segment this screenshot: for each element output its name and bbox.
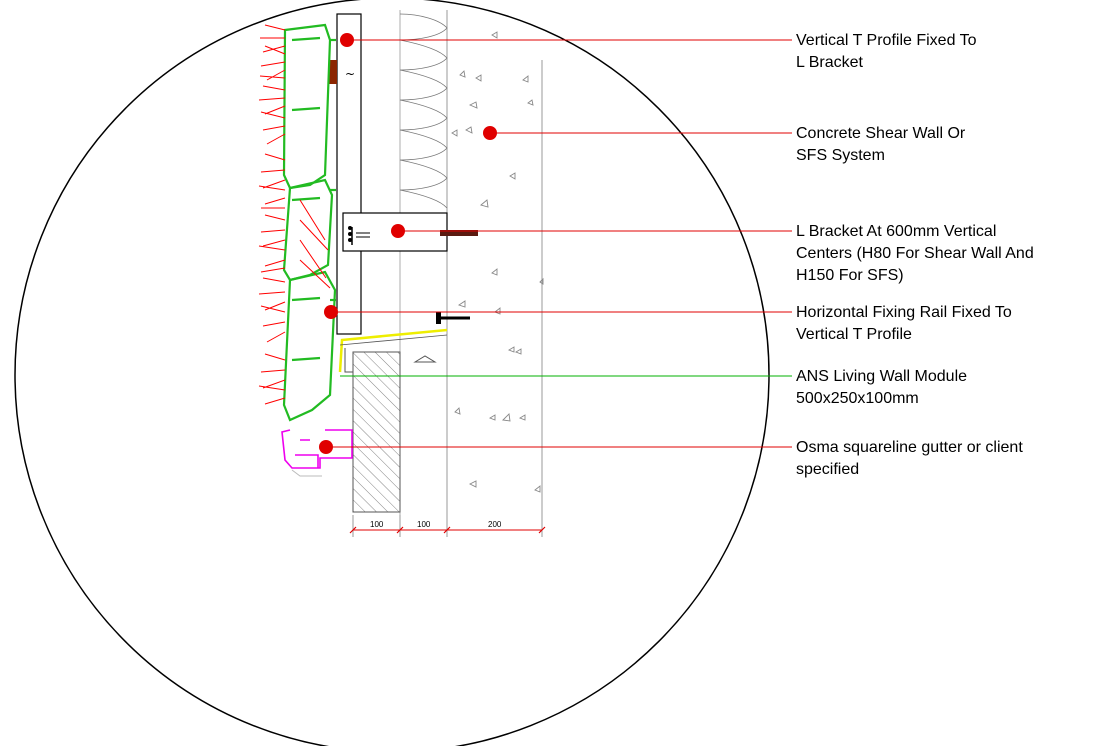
masonry-block [344,348,437,513]
callout-module-line-1: ANS Living Wall Module [796,368,968,385]
detail-circle [14,0,770,746]
callout-module: ANS Living Wall Module 500x250x100mm [796,366,1116,410]
callout-concrete: Concrete Shear Wall Or SFS System [796,123,1116,167]
callout-leaders [319,33,792,454]
callout-t-profile: Vertical T Profile Fixed To L Bracket [796,30,1116,74]
living-wall-modules [282,23,337,422]
fixing-screw [436,312,470,324]
callout-bracket-line-3: H150 For SFS) [796,267,904,284]
flashing [338,328,448,373]
callout-rail-line-1: Horizontal Fixing Rail Fixed To [796,304,1012,321]
callout-concrete-line-1: Concrete Shear Wall Or [796,125,966,142]
concrete-wall [446,10,544,530]
callout-rail-line-2: Vertical T Profile [796,326,912,343]
dimension-3: 200 [488,520,502,529]
plants [258,24,331,405]
callout-bracket: L Bracket At 600mm Vertical Centers (H80… [796,221,1116,287]
gutter [281,429,353,469]
callout-rail: Horizontal Fixing Rail Fixed To Vertical… [796,302,1116,346]
dimension-lines: 100 100 200 [349,515,546,537]
callout-gutter: Osma squareline gutter or client specifi… [796,437,1116,481]
dimension-2: 100 [417,520,431,529]
l-bracket [342,212,478,252]
callout-concrete-line-2: SFS System [796,147,885,164]
callout-module-line-2: 500x250x100mm [796,390,919,407]
callout-t-profile-line-2: L Bracket [796,54,863,71]
callout-gutter-line-2: specified [796,461,860,478]
vertical-t-profile: ~ [329,13,362,335]
svg-text:~: ~ [345,67,355,81]
dimension-1: 100 [370,520,384,529]
callout-t-profile-line-1: Vertical T Profile Fixed To [796,32,977,49]
insulation [399,10,448,530]
callout-bracket-line-1: L Bracket At 600mm Vertical [796,223,997,240]
callout-bracket-line-2: Centers (H80 For Shear Wall And [796,245,1034,262]
callout-gutter-line-1: Osma squareline gutter or client [796,439,1023,456]
